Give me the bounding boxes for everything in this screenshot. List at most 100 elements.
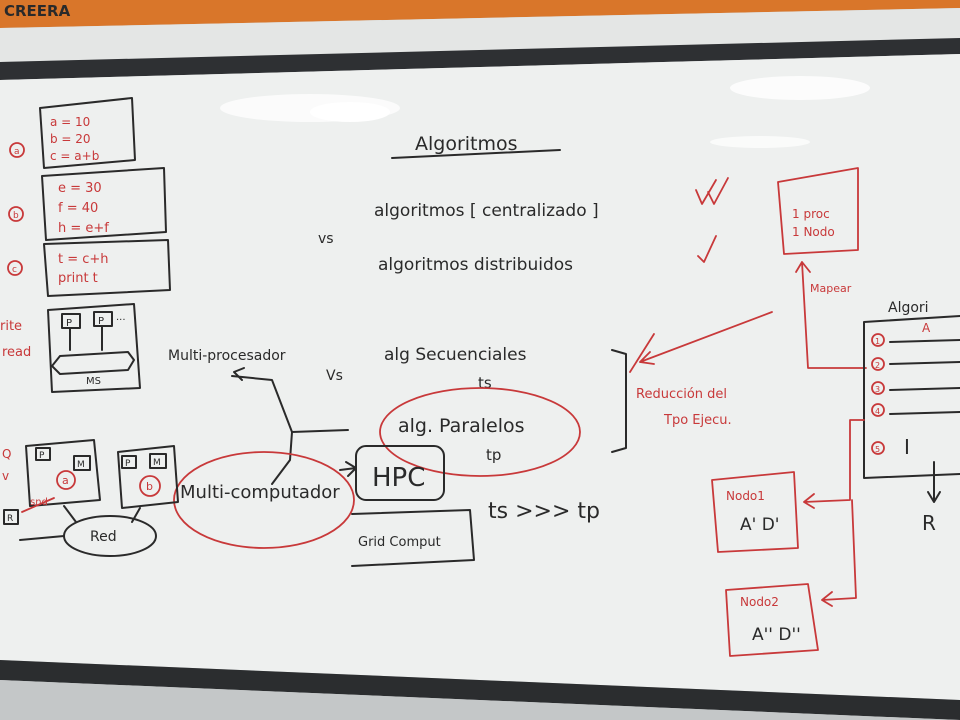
logo-text: CREERA — [4, 2, 71, 20]
svg-text:M: M — [153, 458, 161, 468]
ts-label: ts — [478, 374, 492, 392]
svg-text:c = a+b: c = a+b — [50, 149, 99, 163]
svg-text:c: c — [12, 265, 17, 275]
svg-text:P: P — [39, 451, 45, 461]
left-edge-text: rite — [0, 319, 22, 334]
svg-text:I: I — [904, 435, 910, 459]
proc-box — [777, 167, 859, 255]
hpc-box — [355, 445, 445, 501]
title-algoritmos: Algoritmos — [415, 133, 518, 155]
svg-text:M: M — [77, 460, 85, 470]
network-links — [19, 505, 141, 541]
nodo1-arrow — [803, 419, 865, 509]
svg-text:a: a — [62, 474, 69, 487]
svg-text:5: 5 — [875, 445, 880, 454]
snd-label: snd — [30, 497, 48, 508]
left-node-b: P M b — [117, 445, 179, 509]
reduccion-arrow-2 — [629, 333, 655, 373]
check-mark — [695, 179, 717, 205]
arrow-head — [233, 367, 245, 381]
svg-text:2: 2 — [875, 361, 880, 370]
glare — [710, 136, 810, 148]
svg-text:f = 40: f = 40 — [58, 201, 98, 216]
left-node-v: v — [2, 469, 9, 483]
proc-box-line1: 1 proc — [792, 207, 830, 221]
check-mark — [707, 177, 729, 205]
nodo1-label: Nodo1 — [726, 489, 765, 503]
svg-text:t = c+h: t = c+h — [58, 252, 109, 267]
floor — [0, 680, 960, 720]
bracket — [611, 349, 627, 453]
nodo1-value: A' D' — [740, 515, 779, 535]
svg-text:b: b — [13, 211, 19, 221]
svg-text:a = 10: a = 10 — [50, 115, 90, 129]
svg-text:3: 3 — [875, 385, 880, 394]
svg-text:e = 30: e = 30 — [58, 181, 102, 196]
paralelos-ellipse — [379, 387, 581, 477]
svg-text:b = 20: b = 20 — [50, 132, 91, 146]
check-mark — [697, 235, 717, 263]
ts-gt-tp: ts >>> tp — [488, 499, 600, 524]
svg-text:4: 4 — [875, 407, 880, 416]
svg-text:print t: print t — [58, 271, 98, 286]
svg-text:R: R — [922, 511, 936, 535]
code-block-c: c t = c+h print t — [7, 239, 171, 297]
left-edge-text: read — [2, 345, 31, 360]
arrow-to-hpc — [339, 461, 357, 477]
svg-text:a: a — [14, 147, 20, 157]
vs-left: vs — [318, 231, 334, 247]
vs-mid: Vs — [326, 368, 343, 384]
mapear-arrow — [795, 261, 867, 369]
snd-arrow — [21, 497, 55, 513]
nodo2-box — [725, 583, 819, 657]
title-underline — [391, 149, 561, 159]
svg-text:Algori: Algori — [888, 300, 929, 316]
line-distribuidos: algoritmos distribuidos — [378, 255, 573, 275]
multicomputador-label: Multi-computador — [180, 482, 340, 503]
svg-text:b: b — [146, 480, 153, 493]
mapear-label: Mapear — [810, 282, 852, 295]
reduccion-line2: Tpo Ejecu. — [663, 413, 732, 428]
svg-text:P: P — [98, 316, 104, 327]
left-node-r — [3, 509, 19, 525]
glare — [730, 76, 870, 100]
nodo1-box — [711, 471, 799, 553]
svg-text:P: P — [125, 459, 131, 469]
reduccion-line1: Reducción del — [636, 387, 727, 402]
board-bottom-frame — [0, 660, 960, 720]
multicomputador-ellipse — [173, 451, 355, 549]
board-surface — [0, 54, 960, 700]
svg-text:...: ... — [116, 312, 126, 323]
tp-label: tp — [486, 446, 501, 464]
board-top-frame — [0, 38, 960, 80]
grid-label: Grid Comput — [358, 535, 441, 550]
line-centralizado: algoritmos [ centralizado ] — [374, 201, 599, 221]
red-label: Red — [90, 529, 117, 545]
alg-paralelos: alg. Paralelos — [398, 415, 525, 437]
left-node-q: Q — [2, 447, 11, 461]
nodo2-label: Nodo2 — [740, 595, 779, 609]
nodo2-value: A'' D'' — [752, 625, 801, 645]
reduccion-arrow — [639, 311, 773, 365]
thread-diagram: P P ... MS — [47, 303, 141, 393]
code-block-a: a a = 10 b = 20 c = a+b — [9, 97, 136, 169]
orange-banner — [0, 0, 960, 28]
nodo2-arrow — [821, 499, 857, 607]
left-node-a: P M a — [25, 439, 101, 507]
alg-secuenciales: alg Secuenciales — [384, 345, 527, 365]
svg-text:A: A — [922, 321, 931, 335]
svg-text:1: 1 — [875, 337, 880, 346]
proc-box-line2: 1 Nodo — [792, 225, 835, 239]
glare — [310, 102, 390, 122]
svg-text:h = e+f: h = e+f — [58, 221, 109, 236]
svg-text:MS: MS — [86, 376, 101, 387]
svg-text:R: R — [7, 514, 13, 524]
hpc-label: HPC — [372, 463, 425, 493]
top-wall-strip — [0, 8, 960, 62]
algo-box: Algori A 1 2 3 4 5 I R — [863, 300, 960, 535]
svg-text:P: P — [66, 318, 72, 329]
multiprocesador-label: Multi-procesador — [168, 348, 286, 364]
connector-lines — [231, 375, 349, 485]
grid-box — [351, 509, 475, 567]
